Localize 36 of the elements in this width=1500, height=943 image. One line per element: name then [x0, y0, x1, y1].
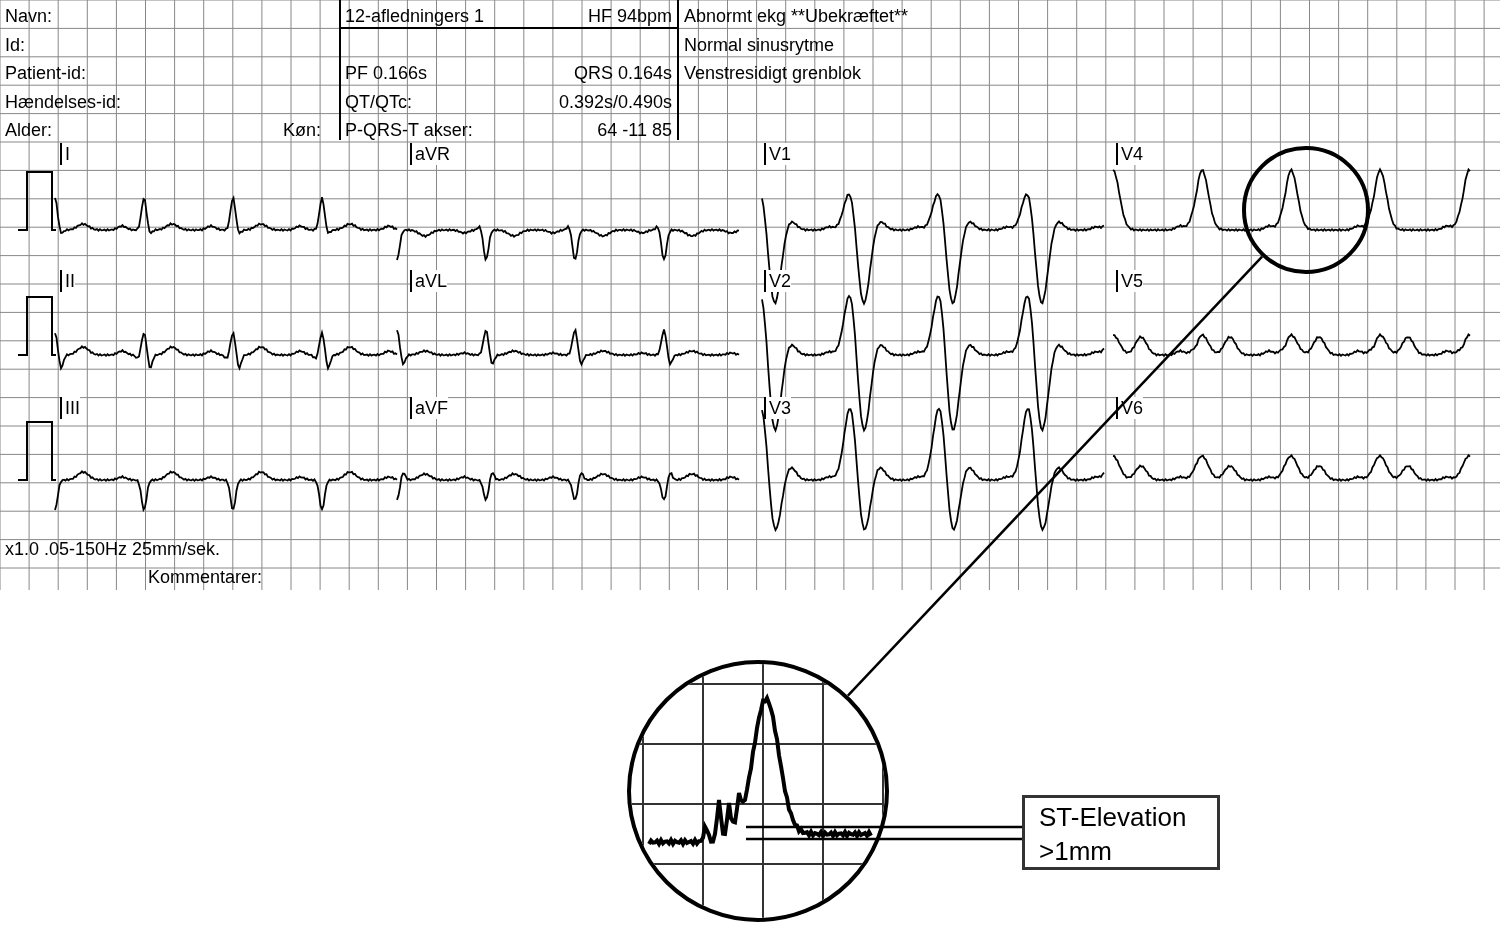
leader-line [746, 837, 1022, 841]
lead-label: V4 [1116, 143, 1144, 165]
lead-label: I [60, 143, 70, 165]
leader-line [746, 825, 1022, 829]
report-field-label: PF 0.166s [345, 62, 428, 84]
measurement-value: 64 -11 85 [597, 119, 672, 141]
report-field-label: Navn: [5, 5, 53, 27]
report-field-label: Patient-id: [5, 62, 87, 84]
report-field-label: 12-afledningers 1 [345, 5, 485, 27]
report-field-label: Køn: [283, 119, 321, 141]
report-field-label: QT/QTc: [345, 91, 412, 113]
report-field-label: P-QRS-T akser: [345, 119, 473, 141]
report-field-label: Alder: [5, 119, 53, 141]
report-field-label: x1.0 .05-150Hz 25mm/sek. [5, 538, 221, 560]
measurement-value: 0.392s/0.490s [558, 91, 672, 113]
lead-label: V6 [1116, 397, 1144, 419]
measurement-value: HF 94bpm [587, 5, 672, 27]
measurement-value: QRS 0.164s [573, 62, 672, 84]
report-field-label: Abnormt ekg **Ubekræftet** [684, 5, 909, 27]
connector-line [847, 255, 1263, 697]
lead-label: aVL [410, 270, 448, 292]
lead-label: V5 [1116, 270, 1144, 292]
lead-label: V1 [764, 143, 792, 165]
report-field-label: Id: [5, 34, 25, 56]
lead-label: III [60, 397, 80, 419]
lead-label: II [60, 270, 75, 292]
callout-box: ST-Elevation >1mm [1022, 795, 1220, 870]
highlight-circle [1242, 146, 1370, 274]
lead-label: V3 [764, 397, 792, 419]
report-field-label: Venstresidigt grenblok [684, 62, 862, 84]
lead-label: aVF [410, 397, 448, 419]
report-field-label: Kommentarer: [148, 566, 263, 588]
lead-label: aVR [410, 143, 450, 165]
report-field-label: Hændelses-id: [5, 91, 122, 113]
lead-label: V2 [764, 270, 792, 292]
report-field-label: Normal sinusrytme [684, 34, 835, 56]
